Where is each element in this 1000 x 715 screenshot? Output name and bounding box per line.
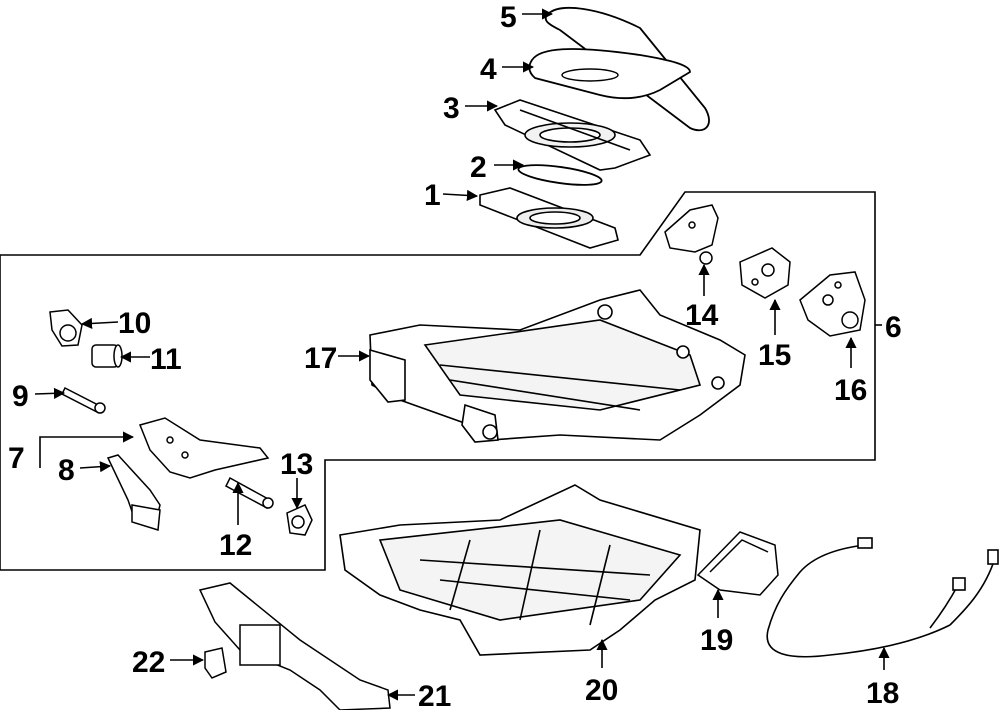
part-16-recliner-mechanism: [799, 271, 866, 337]
part-12-pin: [225, 476, 274, 510]
part-4-cutout: [561, 68, 619, 82]
leader-lines: [34, 8, 890, 701]
callout-15: 15: [758, 339, 791, 372]
callout-7: 7: [8, 442, 25, 475]
part-13-nut: [286, 504, 313, 536]
callout-5: 5: [500, 1, 517, 34]
part-3-support-plate: [493, 99, 652, 171]
callout-8: 8: [58, 454, 75, 487]
callout-16: 16: [834, 374, 867, 407]
callout-20: 20: [585, 674, 618, 707]
callout-1: 1: [424, 179, 441, 212]
callout-17: 17: [304, 342, 337, 375]
callout-12: 12: [219, 529, 252, 562]
part-1-base-plate: [479, 187, 619, 249]
part-19-storage-tray: [696, 531, 779, 596]
callout-2: 2: [470, 151, 487, 184]
part-15-recliner-bracket: [739, 247, 791, 299]
callout-14: 14: [685, 299, 719, 332]
callout-9: 9: [12, 380, 29, 413]
callout-4: 4: [480, 53, 497, 86]
callout-6: 6: [885, 311, 902, 344]
callout-13: 13: [280, 448, 313, 481]
part-22-cap: [204, 647, 227, 679]
part-7-side-panel: [138, 417, 270, 479]
callout-10: 10: [118, 307, 151, 340]
part-14-bracket: [664, 204, 719, 265]
part-20-lower-frame: [339, 484, 701, 656]
part-11-bushing: [91, 344, 123, 368]
part-18-wire-harness: [766, 537, 999, 658]
part-8-track-bracket: [106, 454, 161, 531]
part-21-trim-cover: [198, 582, 391, 711]
callout-22: 22: [132, 646, 165, 679]
part-17-seat-frame: [369, 289, 746, 443]
callout-21: 21: [418, 680, 451, 710]
callout-labels: 1 2 3 4 5 6 7 8 9 10 11 12 13 14 15 16 1…: [8, 1, 902, 713]
callout-19: 19: [700, 624, 733, 657]
group-box-6: [0, 191, 882, 571]
part-10-bushing: [49, 309, 83, 347]
callout-3: 3: [443, 92, 460, 125]
callout-18: 18: [866, 677, 899, 710]
callout-11: 11: [150, 343, 182, 376]
part-9-bolt: [60, 386, 106, 414]
